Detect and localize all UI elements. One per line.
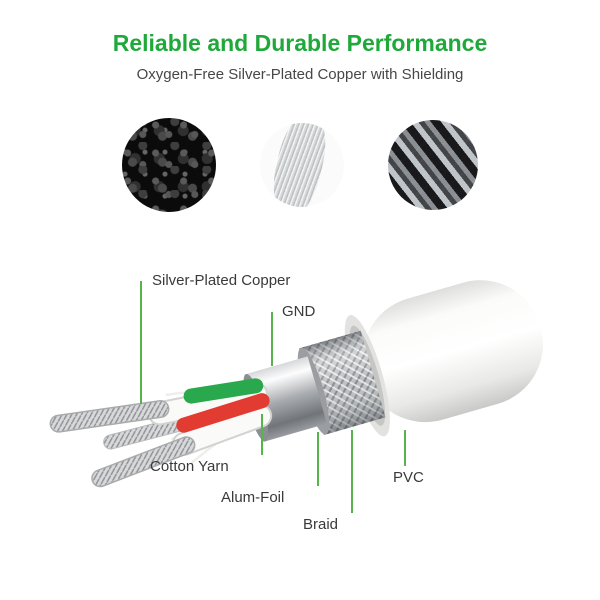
insulated-wire-upper: [147, 382, 269, 426]
insulated-wire-lower: [171, 403, 273, 456]
cable-assembly: [49, 280, 543, 488]
header: Reliable and Durable Performance Oxygen-…: [0, 30, 600, 83]
silver-wire-strands-photo: [260, 123, 344, 207]
label-cotton-yarn: Cotton Yarn: [150, 458, 229, 475]
copper-strand-rear: [103, 414, 196, 450]
label-alum-foil: Alum-Foil: [221, 489, 285, 506]
page-title: Reliable and Durable Performance: [112, 30, 488, 56]
silver-plated-copper-strand-lower: [91, 436, 196, 488]
green-wire: [183, 378, 264, 404]
label-silver-plated-copper: Silver-Plated Copper: [152, 272, 291, 289]
copper-granules-photo: [122, 118, 216, 212]
label-braid: Braid: [303, 516, 339, 533]
material-photos-row: [0, 118, 600, 212]
red-wire: [176, 393, 270, 433]
label-gnd: GND: [282, 303, 316, 320]
label-pvc: PVC: [393, 469, 424, 486]
silver-plated-copper-strand-upper: [49, 400, 170, 433]
metal-shield-chips-photo: [388, 120, 478, 210]
page-subtitle: Oxygen-Free Silver-Plated Copper with Sh…: [136, 66, 464, 83]
callout-lines: [140, 281, 406, 513]
